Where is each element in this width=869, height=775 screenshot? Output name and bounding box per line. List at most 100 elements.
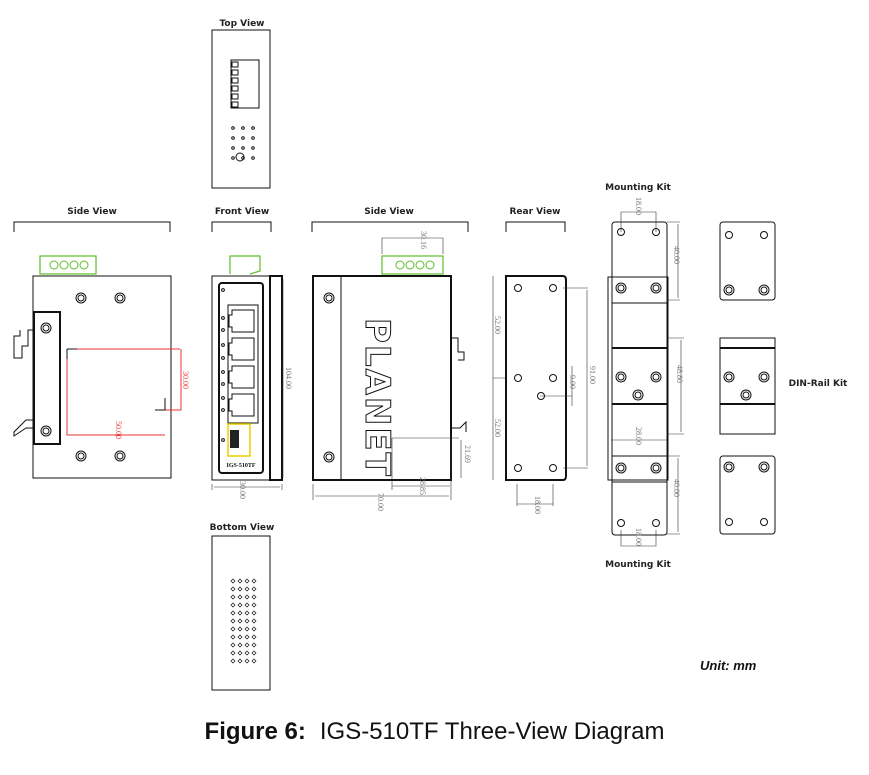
vent-hole <box>230 658 236 664</box>
bottom-view-body <box>211 535 271 691</box>
mounting-kit-assembly: Mounting Kit 18.00 40.00 48.80 28.00 40.… <box>605 183 775 570</box>
separate-kits: DIN-Rail Kit <box>719 221 848 535</box>
vent-hole <box>237 650 243 656</box>
dim-kit-din-width: 28.00 <box>634 427 643 445</box>
dim-kit-top-hole-span: 18.00 <box>634 197 643 215</box>
mounting-hole-icon <box>40 425 52 437</box>
mounting-hole-icon <box>652 228 660 236</box>
mounting-hole-icon <box>75 450 87 462</box>
terminal-screw-icon <box>231 69 239 76</box>
mounting-hole-icon <box>650 371 662 383</box>
vent-hole <box>251 610 257 616</box>
vent-hole <box>244 586 250 592</box>
terminal-screw-icon <box>231 61 239 68</box>
vent-hole <box>251 650 257 656</box>
side-view-right-title: Side View <box>364 207 414 217</box>
mounting-hole-inner <box>617 373 625 381</box>
mounting-hole-icon <box>549 464 557 472</box>
top-view-title: Top View <box>219 19 264 29</box>
mounting-hole-inner <box>652 373 660 381</box>
terminal-pin-icon <box>49 260 59 270</box>
terminal-pin-icon <box>415 260 425 270</box>
dim-kit-din-height: 48.80 <box>675 365 684 383</box>
mounting-hole-icon <box>549 374 557 382</box>
vent-hole <box>231 146 235 150</box>
grounding-screw-icon <box>235 152 245 162</box>
vent-hole <box>251 156 255 160</box>
vent-hole <box>241 126 245 130</box>
front-view-title: Front View <box>215 207 269 217</box>
front-terminal <box>229 255 261 275</box>
mounting-hole-inner <box>725 373 733 381</box>
rj45-port <box>228 393 255 417</box>
mounting-hole-icon <box>40 322 52 334</box>
vent-hole <box>230 594 236 600</box>
dim-side-left-height: 30.00 <box>181 371 190 389</box>
vent-hole <box>251 658 257 664</box>
vent-hole <box>230 626 236 632</box>
mounting-hole-inner <box>77 294 85 302</box>
side-terminal <box>381 255 444 275</box>
vent-hole <box>251 136 255 140</box>
mounting-hole-icon <box>615 462 627 474</box>
mounting-hole-icon <box>760 231 768 239</box>
mounting-hole-inner <box>742 391 750 399</box>
vent-hole <box>230 610 236 616</box>
mounting-hole-icon <box>758 284 770 296</box>
side-view-right: Side View 30.16 PLANET 21.69 28.85 70.00 <box>311 207 472 511</box>
vent-hole <box>230 586 236 592</box>
terminal-pin-icon <box>395 260 405 270</box>
vent-hole <box>251 602 257 608</box>
dim-rear-upper: 52.00 <box>493 316 502 334</box>
vent-hole <box>237 586 243 592</box>
bottom-view: Bottom View <box>210 523 274 691</box>
rear-body <box>505 275 567 481</box>
vent-hole <box>241 136 245 140</box>
vent-hole <box>251 634 257 640</box>
front-body <box>211 275 271 481</box>
side-right-dim-lines <box>312 437 462 500</box>
vent-hole <box>251 146 255 150</box>
figure-caption: Figure 6:IGS-510TF Three-View Diagram <box>0 718 869 746</box>
mounting-kit-bottom-title: Mounting Kit <box>605 560 671 570</box>
front-dim-lines <box>211 279 284 490</box>
model-label: IGS-510TF <box>226 463 255 469</box>
vent-hole <box>251 578 257 584</box>
mounting-hole-icon <box>323 451 335 463</box>
kit-top-flange <box>611 276 668 304</box>
mounting-kit-top-title: Mounting Kit <box>605 183 671 193</box>
vent-hole <box>237 610 243 616</box>
mounting-hole-icon <box>723 284 735 296</box>
top-view: Top View <box>211 19 271 189</box>
rj45-block <box>227 304 259 424</box>
terminal-screw-icon <box>231 101 239 108</box>
led-indicator-icon <box>221 438 225 442</box>
front-view: Front View IGS-510TF 104.00 30.00 <box>211 207 293 499</box>
side-right-body <box>312 275 452 481</box>
rear-view-bracket <box>505 221 566 232</box>
vent-hole <box>251 594 257 600</box>
mounting-hole-inner <box>617 464 625 472</box>
side-view-right-bracket <box>311 221 469 232</box>
side-view-left: Side View 30.00 50.00 <box>13 207 335 479</box>
vent-hole <box>237 626 243 632</box>
mounting-hole-icon <box>725 518 733 526</box>
vent-hole <box>230 578 236 584</box>
led-indicator-icon <box>221 396 225 400</box>
mounting-hole-inner <box>325 294 333 302</box>
vent-hole <box>251 626 257 632</box>
mounting-hole-inner <box>42 427 50 435</box>
vent-hole <box>237 594 243 600</box>
side-view-left-title: Side View <box>67 207 117 217</box>
mounting-hole-inner <box>725 463 733 471</box>
side-view-left-bracket <box>13 221 171 232</box>
sfp-port[interactable] <box>227 423 251 457</box>
vent-hole <box>237 642 243 648</box>
mounting-hole-icon <box>650 462 662 474</box>
vent-hole <box>230 602 236 608</box>
mounting-hole-icon <box>615 282 627 294</box>
vent-hole <box>251 586 257 592</box>
mounting-hole-inner <box>325 453 333 461</box>
mounting-hole-icon <box>617 228 625 236</box>
terminal-pin-icon <box>79 260 89 270</box>
